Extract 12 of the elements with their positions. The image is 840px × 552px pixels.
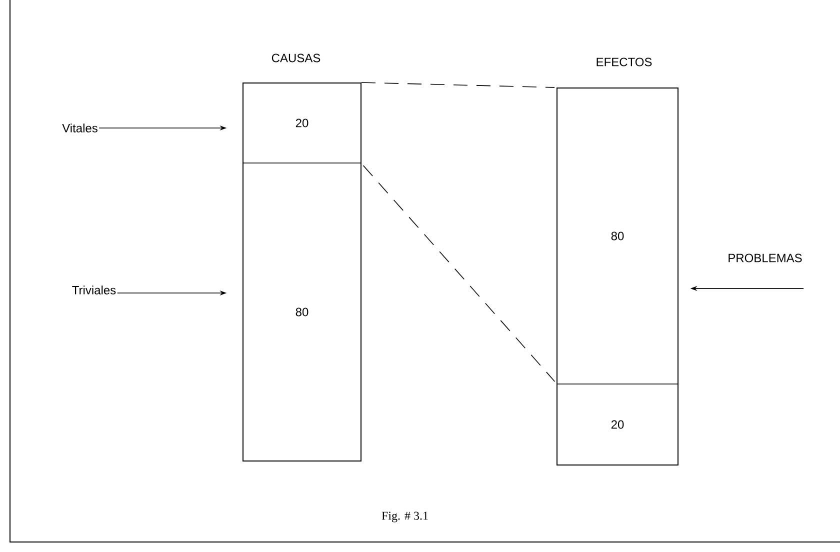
side-label: PROBLEMAS [728, 254, 802, 262]
column-heading: EFECTOS [596, 58, 652, 66]
column-heading: CAUSAS [272, 54, 320, 62]
value-cell: 80 [242, 162, 362, 462]
dashed-line [361, 82, 555, 88]
value-cell: 20 [242, 82, 362, 164]
side-label: Vitales [62, 124, 98, 132]
figure-caption: Fig. # 3.1 [382, 512, 428, 522]
value-cell: 80 [556, 88, 678, 384]
value-cell: 20 [556, 384, 678, 466]
side-label: Triviales [72, 286, 116, 294]
dashed-line [362, 165, 556, 382]
